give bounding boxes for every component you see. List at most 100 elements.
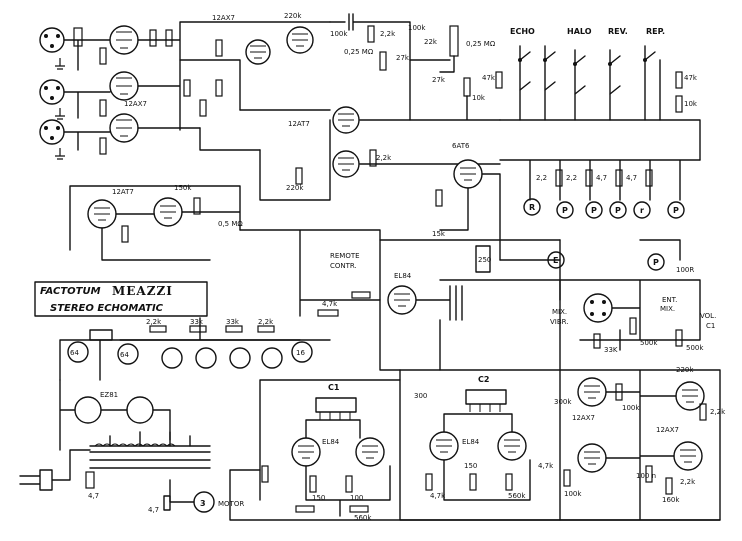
- c-150: 150: [312, 494, 325, 502]
- r-33k-a: 33k: [190, 318, 204, 326]
- r-560k-b: 560k: [508, 492, 526, 500]
- c-150-b: 150: [464, 462, 477, 470]
- output-transformer-2: [465, 389, 507, 412]
- label-mix2: MIX.: [660, 305, 675, 313]
- input-jack-1: [39, 27, 65, 53]
- r-2-2k-g: 2,2k: [680, 478, 696, 486]
- tube-el84-d: [429, 431, 459, 461]
- r-220k-c: 220k: [676, 366, 694, 374]
- r-4-7-b: 4,7: [626, 174, 637, 182]
- tube-label-v4: 12AX7: [212, 14, 235, 22]
- brand-name: MEAZZI: [112, 284, 173, 298]
- tube-v11: [387, 285, 417, 315]
- title-line2: STEREO ECHOMATIC: [50, 303, 164, 314]
- r-4-7k-b: 4,7k: [538, 462, 554, 470]
- r-220k-b: 220k: [286, 184, 304, 192]
- motor-icon: 3 MOTOR: [193, 491, 244, 513]
- r-27k-b: 27k: [432, 76, 446, 84]
- r-2-2k-a: 2,2k: [380, 30, 396, 38]
- r-560k: 560k: [354, 514, 372, 522]
- label-remote: REMOTE: [330, 252, 360, 260]
- r-10k-b: 10k: [472, 94, 486, 102]
- tube-label-el84-a: EL84: [394, 272, 412, 280]
- tube-ez81: EZ81: [74, 391, 154, 424]
- c-64-a: 64: [70, 349, 79, 357]
- mixer-socket: [583, 293, 613, 323]
- r-47k-e: 4,7k: [322, 300, 338, 308]
- r-4-7k-a: 4,7k: [430, 492, 446, 500]
- r-27k-a: 27k: [396, 54, 410, 62]
- label-motor: MOTOR: [218, 500, 244, 508]
- pot-05m: 0,5 MΩ: [218, 220, 243, 228]
- input-jack-3: [39, 119, 65, 145]
- r-15k: 15k: [432, 230, 446, 238]
- r-100k-c: 100k: [622, 404, 640, 412]
- label-vol: VOL.: [700, 312, 716, 320]
- tube-label-12at7-b: 12AT7: [112, 188, 134, 196]
- label-vol-c1: C1: [706, 322, 715, 330]
- r-22k-b: 22k: [424, 38, 438, 46]
- tube-12ax7-f: [673, 441, 703, 471]
- r-300k: 300k: [554, 398, 572, 406]
- label-100r: 100R: [676, 266, 694, 274]
- r-2-2k-f: 2,2k: [710, 408, 726, 416]
- switch-bank: 47k 47k 10k: [482, 45, 701, 161]
- svg-text:3: 3: [200, 499, 206, 508]
- r-33k-b: 33k: [226, 318, 240, 326]
- label-c2: C2: [478, 375, 489, 384]
- r-220k-a: 220k: [284, 12, 302, 20]
- tube-v5: [286, 26, 314, 54]
- mains-plug-icon: [19, 449, 91, 491]
- power-transformer: [89, 431, 211, 469]
- head-r2: r: [640, 206, 644, 215]
- tube-v3: [109, 113, 139, 143]
- tube-v10: [153, 197, 183, 227]
- tube-v9: [87, 199, 117, 229]
- tube-label-12at7-a: 12AT7: [288, 120, 310, 128]
- tube-el84-e: [497, 431, 527, 461]
- head-p2: P: [591, 206, 597, 215]
- r-33k-c: 33K: [604, 346, 618, 354]
- pot-025m-b: 0,25 MΩ: [344, 48, 374, 56]
- r-22k-e: 2,2k: [258, 318, 274, 326]
- r-2-2k-c: 2,2k: [376, 154, 392, 162]
- label-rep: REP.: [646, 27, 665, 36]
- tube-v8: [453, 159, 483, 189]
- tube-v4: [245, 39, 271, 65]
- r-4-7-c: 4,7: [88, 492, 99, 500]
- tube-label-ez81: EZ81: [100, 391, 118, 399]
- head-p3: P: [615, 206, 621, 215]
- c-100: 100: [350, 494, 363, 502]
- label-ent: ENT.: [662, 296, 677, 304]
- head-p5: P: [653, 258, 659, 267]
- c-4-7: 4,7: [148, 506, 159, 514]
- head-r: R: [529, 203, 535, 212]
- r-47k-b: 47k: [684, 74, 698, 82]
- tube-v6: [332, 106, 360, 134]
- label-control: CONTR.: [330, 262, 357, 270]
- tube-label-el84-c: EL84: [462, 438, 480, 446]
- c-100k-a: 100k: [330, 30, 348, 38]
- r-150k: 150k: [174, 184, 192, 192]
- label-rev: REV.: [608, 27, 628, 36]
- title-box: FACTOTUM MEAZZI STEREO ECHOMATIC: [34, 281, 208, 317]
- pot-025m-a: 0,25 MΩ: [466, 40, 496, 48]
- r-160k: 160k: [662, 496, 680, 504]
- tube-el84-c: [355, 437, 385, 467]
- c-250: 250: [478, 256, 491, 264]
- head-p1: P: [562, 206, 568, 215]
- title-line1: FACTOTUM: [40, 286, 101, 297]
- r-100k-b: 100k: [408, 24, 426, 32]
- tube-12ax7-d: [577, 443, 607, 473]
- tube-label-6at6: 6AT6: [452, 142, 470, 150]
- tube-el84-b: [291, 437, 321, 467]
- r-500k-a: 500k: [640, 339, 658, 347]
- tube-label-12ax7-e: 12AX7: [656, 426, 679, 434]
- r-2-2-b: 2,2: [566, 174, 577, 182]
- tube-v1: [109, 25, 139, 55]
- r-10k-c: 10k: [684, 100, 698, 108]
- label-halo: HALO: [567, 27, 592, 36]
- filter-caps: 64 64 16: [67, 341, 313, 369]
- r-100n: 100 n: [636, 472, 656, 480]
